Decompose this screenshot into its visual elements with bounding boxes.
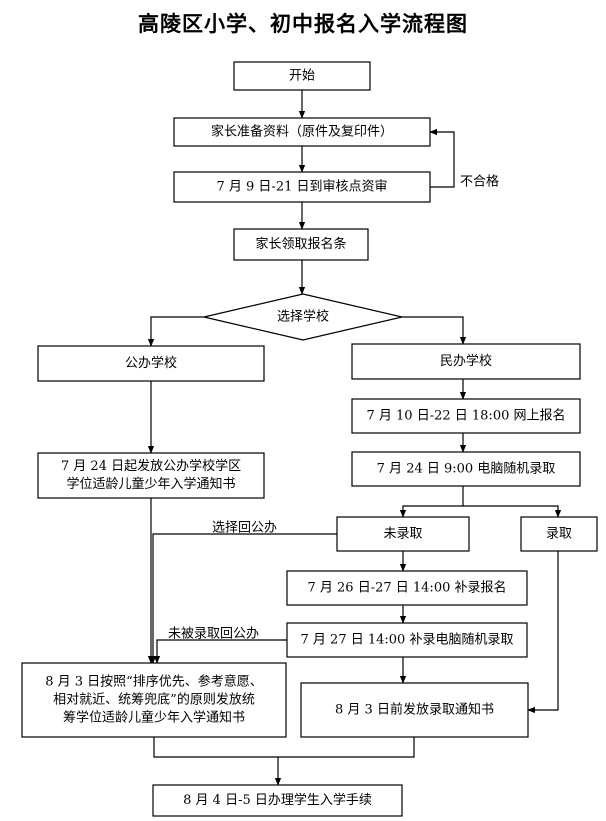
node-supp-reg: 7 月 26 日-27 日 14:00 补录报名 [286,570,528,606]
node-public: 公办学校 [37,345,265,382]
node-not-admitted: 未录取 [336,516,470,552]
node-supp-lottery: 7 月 27 日 14:00 补录电脑随机录取 [286,622,528,658]
node-label: 7 月 9 日-21 日到审核点资审 [216,180,387,195]
process-box [351,398,581,434]
edge-aug3-public-down [153,737,282,786]
edge-lottery-split-not-admitted [399,486,464,518]
process-box [37,452,265,499]
node-label: 7 月 10 日-22 日 18:00 网上报名 [366,408,565,424]
edge-choose-to-public [147,316,204,347]
node-lottery: 7 月 24 日 9:00 电脑随机录取 [351,451,581,487]
node-label: 开始 [289,69,315,84]
edge-admitted-to-aug3-private [527,551,559,714]
node-final: 8 月 4 日-5 日办理学生入学手续 [152,784,403,817]
node-label: 选择学校 [277,309,329,325]
process-box [286,622,528,658]
node-review: 7 月 9 日-21 日到审核点资审 [173,171,431,203]
node-label: 8 月 3 日按照“排序优先、参考意愿、 [45,674,263,690]
node-aug3-private: 8 月 3 日前发放录取通知书 [300,682,529,738]
edge-supp-lottery-back-to-public [153,639,287,664]
node-label: 民办学校 [440,353,492,369]
flow-edges [147,90,562,786]
node-label: 8 月 3 日前发放录取通知书 [335,702,494,718]
process-box [233,61,371,91]
node-label: 录取 [546,527,572,542]
edge-aug3-private-down [278,737,415,758]
edge-label-choose-public: 选择回公办 [212,521,277,536]
node-label: 公办学校 [125,355,177,371]
node-label: 7 月 24 日 9:00 电脑随机录取 [377,462,556,477]
node-admitted: 录取 [520,516,598,552]
process-box [351,343,581,380]
node-label: 家长准备资料（原件及复印件） [211,124,393,140]
node-label: 7 月 27 日 14:00 补录电脑随机录取 [301,633,514,648]
edge-choose-to-private [402,316,467,345]
node-prepare: 家长准备资料（原件及复印件） [173,117,431,147]
node-label: 8 月 4 日-5 日办理学生入学手续 [183,792,372,808]
decision-diamond [203,293,403,341]
process-box [233,228,369,261]
process-box [520,516,598,552]
node-aug3-public: 8 月 3 日按照“排序优先、参考意愿、相对就近、统筹兜底”的原则发放统筹学位适… [21,662,287,738]
process-box [300,682,529,738]
node-label: 家长领取报名条 [255,236,346,252]
edge-lottery-split-admitted [463,505,562,518]
node-choose: 选择学校 [203,293,403,341]
node-label: 相对就近、统筹兜底”的原则发放统 [53,692,255,708]
node-private: 民办学校 [351,343,581,380]
edge-not-admitted-back-to-public [149,533,337,664]
page-title: 高陵区小学、初中报名入学流程图 [138,11,468,36]
process-box [21,662,287,738]
edge-label-unqualified: 不合格 [460,174,499,190]
process-box [336,516,470,552]
process-box [351,451,581,487]
edge-review-to-prepare-unqualified [429,128,455,188]
node-receive: 家长领取报名条 [233,228,369,261]
node-label: 学位适龄儿童少年入学通知书 [66,476,235,492]
node-online: 7 月 10 日-22 日 18:00 网上报名 [351,398,581,434]
node-label: 7 月 24 日起发放公办学校学区 [61,458,241,474]
node-start: 开始 [233,61,371,91]
node-label: 7 月 26 日-27 日 14:00 补录报名 [307,580,506,596]
node-label: 未录取 [383,527,422,542]
process-box [173,117,431,147]
process-box [173,171,431,203]
process-box [286,570,528,606]
edge-label-not-admitted-public: 未被录取回公办 [168,627,259,642]
process-box [152,784,403,817]
node-label: 筹学位适龄儿童少年入学通知书 [63,710,245,726]
process-box [37,345,265,382]
